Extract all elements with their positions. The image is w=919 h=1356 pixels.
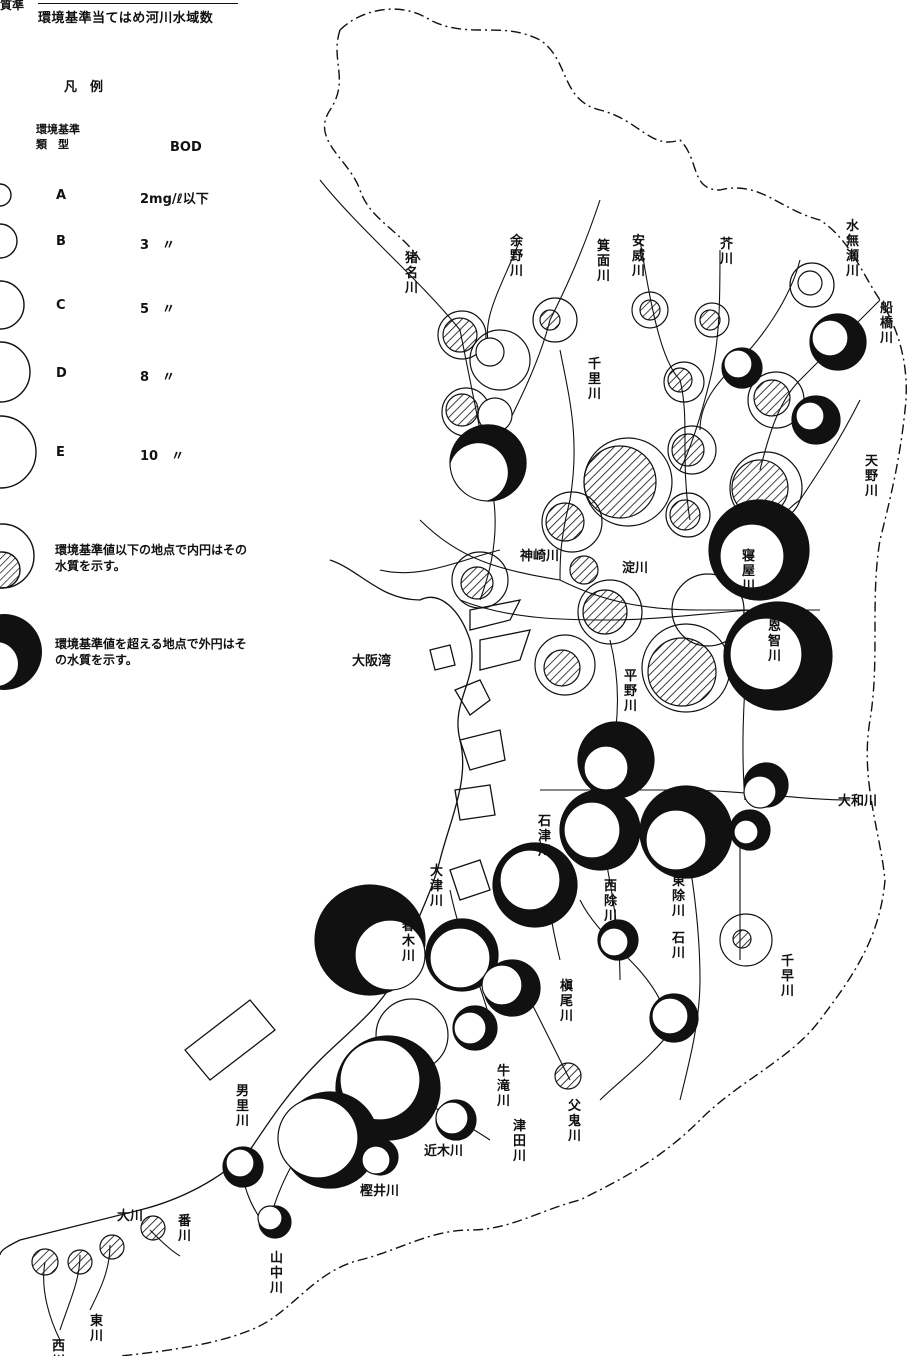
river-label: 津田川 [512,1118,526,1164]
legend-note-above: 環境基準値を超える地点で外円はその水質を示す。 [55,637,247,667]
header-rule [38,3,238,4]
river-label: 箕面川 [596,238,610,284]
legend-bod-value-a: 2mg/ℓ以下 [140,192,209,207]
river-label: 芥川 [719,236,734,267]
reclaimed-land [184,599,531,1081]
sea-label: 大阪湾 [352,653,391,669]
river-label: 樫井川 [360,1183,399,1199]
river-label: 水無瀬川 [845,218,860,279]
river-label: 石川 [671,931,685,961]
legend-bod-value-b: 3 〃 [140,238,176,253]
river-label: 大川 [117,1208,143,1224]
river-label: 大津川 [429,863,443,909]
legend-type-c: C [56,298,66,313]
river-label: 猪名川 [404,250,418,296]
legend-bod-value-d: 8 〃 [140,370,176,385]
river-label: 神崎川 [520,548,559,564]
legend-circle-d [0,341,31,403]
river-label: 東川 [89,1313,103,1344]
river-label: 父鬼川 [567,1099,582,1144]
river-label: 石津川 [537,814,551,859]
legend-bod-value-e: 10 〃 [140,449,185,464]
river-label: 牛滝川 [496,1063,510,1109]
river-label: 番川 [177,1213,192,1244]
legend-circle-b [0,223,18,259]
legend-bod-label: BOD [170,140,202,155]
legend-type-b: B [56,234,66,249]
river-label: 余野川 [509,233,524,279]
legend-title: 凡 例 [64,80,104,95]
river-label: 寝屋川 [741,548,755,594]
river-label: 千里川 [587,356,601,402]
legend-below-inner [0,551,21,589]
figure-header: 質準 環境基準当てはめ河川水域数 [0,0,260,30]
header-prefix: 質準 [0,0,25,12]
legend-bod-value-c: 5 〃 [140,302,176,317]
legend-type-a: A [56,188,67,203]
river-label: 西除川 [603,879,618,924]
legend-category-label-1: 環境基準 [36,123,80,136]
river-label: 淀川 [622,560,648,576]
figure-title: 環境基準当てはめ河川水域数 [38,11,214,26]
river-label: 平野川 [623,669,637,714]
river-label: 男里川 [235,1084,249,1129]
river-label: 近木川 [424,1143,463,1159]
river-label: 天野川 [864,454,879,499]
river-label: 春木川 [401,918,416,964]
legend-circle-e [0,415,37,489]
river-label: 山中川 [269,1250,283,1296]
legend-symbols [0,183,42,690]
legend-type-e: E [56,445,65,460]
legend-category-label-2: 類 型 [36,138,69,151]
legend-type-d: D [56,366,67,381]
legend-note-below: 環境基準値以下の地点で内円はその水質を示す。 [55,543,248,573]
prefecture-boundary [119,8,907,1356]
river-label: 西川 [51,1339,65,1356]
river-label: 船橋川 [879,300,894,346]
river-label: 槇尾川 [559,978,574,1024]
legend-above-inner [0,642,18,686]
legend-circle-c [0,280,25,330]
monitoring-circles [31,262,867,1276]
legend-circle-a [0,183,12,207]
river-label: 大和川 [838,793,877,809]
river-label: 東除川 [671,873,686,919]
river-label: 安威川 [631,233,645,279]
north-boundary [323,29,421,261]
river-label: 恩智川 [767,619,781,664]
river-label: 千早川 [780,953,794,999]
